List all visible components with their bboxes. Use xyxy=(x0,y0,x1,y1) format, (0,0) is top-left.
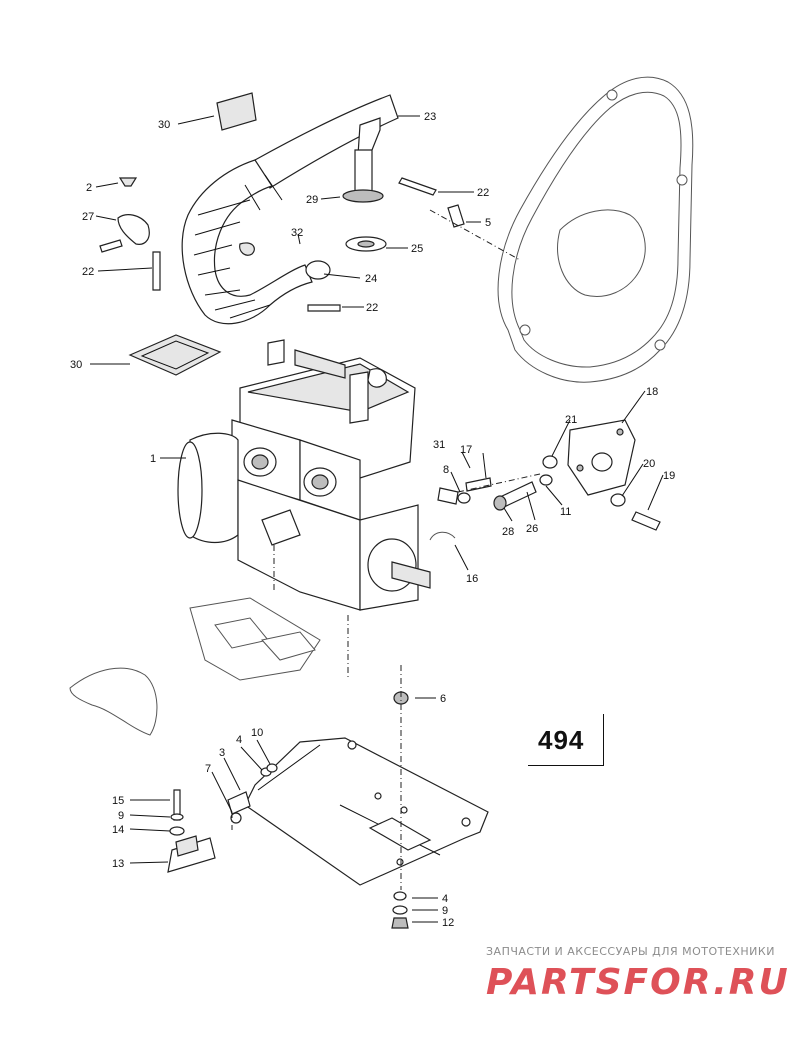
pipe-fittings xyxy=(99,92,465,312)
callout-14: 14 xyxy=(112,824,124,836)
page-number-box: 494 xyxy=(528,714,604,766)
mount-hardware xyxy=(167,691,409,929)
callout-19: 19 xyxy=(663,470,675,482)
callout-24: 24 xyxy=(365,273,377,285)
callout-30b: 30 xyxy=(70,359,82,371)
callout-9a: 9 xyxy=(118,810,124,822)
callout-5: 5 xyxy=(485,217,491,229)
callout-32: 32 xyxy=(291,227,303,239)
tuned-pipe xyxy=(181,94,399,325)
right-hardware xyxy=(429,455,661,541)
callout-13: 13 xyxy=(112,858,124,870)
callout-labels: 30 23 2 27 29 22 5 32 25 22 24 22 30 18 … xyxy=(70,111,675,929)
callout-3: 3 xyxy=(219,747,225,759)
callout-20: 20 xyxy=(643,458,655,470)
callout-31: 31 xyxy=(433,439,445,451)
callout-1: 1 xyxy=(150,453,156,465)
page-number: 494 xyxy=(538,725,585,755)
callout-22a: 22 xyxy=(477,187,489,199)
callout-22b: 22 xyxy=(82,266,94,278)
chaincase-cover xyxy=(497,76,694,383)
callout-21: 21 xyxy=(565,414,577,426)
page-number-rule-bottom xyxy=(528,765,604,766)
callout-17: 17 xyxy=(460,444,472,456)
gasket-plate xyxy=(128,334,222,376)
callout-27: 27 xyxy=(82,211,94,223)
callout-25: 25 xyxy=(411,243,423,255)
callout-18: 18 xyxy=(646,386,658,398)
watermark-tagline: ЗАПЧАСТИ И АКСЕССУАРЫ ДЛЯ МОТОТЕХНИКИ xyxy=(486,945,775,958)
callout-7: 7 xyxy=(205,763,211,775)
callout-6: 6 xyxy=(440,693,446,705)
callout-11: 11 xyxy=(560,506,571,518)
callout-30a: 30 xyxy=(158,119,170,131)
assembly-lines xyxy=(231,209,541,890)
leader-lines xyxy=(90,115,664,923)
callout-22c: 22 xyxy=(366,302,378,314)
callout-4b: 4 xyxy=(442,893,448,905)
callout-4a: 4 xyxy=(236,734,242,746)
callout-2: 2 xyxy=(86,182,92,194)
intake-manifold xyxy=(69,597,321,736)
page-number-rule-right xyxy=(603,714,604,766)
callout-8: 8 xyxy=(443,464,449,476)
watermark-logo: PARTSFOR.RU xyxy=(486,962,790,1003)
callout-28: 28 xyxy=(502,526,514,538)
exhaust-bracket xyxy=(567,419,636,496)
callout-12: 12 xyxy=(442,917,454,929)
callout-9b: 9 xyxy=(442,905,448,917)
callout-15: 15 xyxy=(112,795,124,807)
engine-mount-plate xyxy=(244,737,489,886)
callout-26: 26 xyxy=(526,523,538,535)
callout-29: 29 xyxy=(306,194,318,206)
callout-16: 16 xyxy=(466,573,478,585)
callout-23: 23 xyxy=(424,111,436,123)
callout-10: 10 xyxy=(251,727,263,739)
engine-block xyxy=(177,339,431,611)
watermark: ЗАПЧАСТИ И АКСЕССУАРЫ ДЛЯ МОТОТЕХНИКИ PA… xyxy=(486,945,794,1003)
